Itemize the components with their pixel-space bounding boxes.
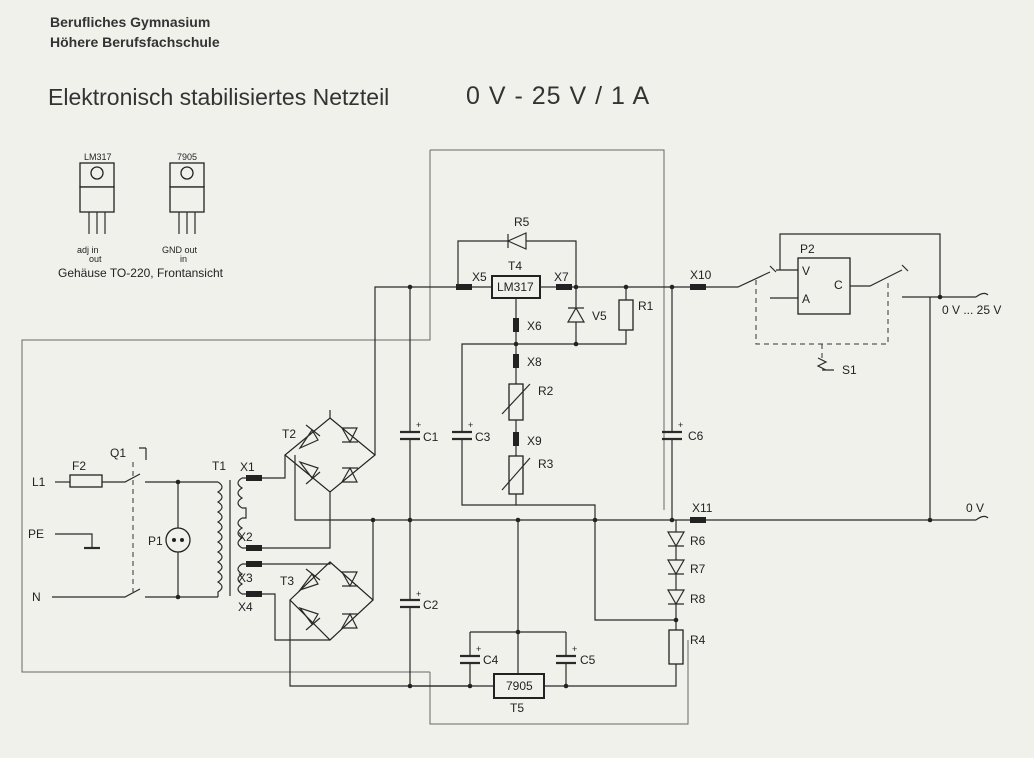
svg-text:F2: F2 [72, 459, 86, 473]
terminal-x4 [246, 591, 262, 597]
regulator-t4: X5 LM317 T4 X7 R5 V5 R1 X6 X8 [452, 215, 690, 621]
diode-chain: R6 R7 R8 R4 [544, 520, 706, 687]
svg-text:X3: X3 [238, 571, 253, 585]
terminal-x11 [690, 517, 706, 523]
terminal-x10 [690, 284, 706, 290]
transformer-t1: T1 [212, 459, 262, 597]
package-lm317: LM317 adj in out [77, 152, 115, 264]
output-section: X10 P2 V A C 0 V ... 25 V S1 [690, 233, 1001, 520]
terminal-x9 [513, 432, 519, 446]
svg-text:X2: X2 [238, 530, 253, 544]
terminal-x1 [246, 475, 262, 481]
svg-text:A: A [802, 292, 810, 306]
filter-capacitors: + C1 + C2 [400, 284, 439, 689]
potentiometer-r3 [508, 455, 524, 495]
svg-text:C4: C4 [483, 653, 499, 667]
svg-text:C5: C5 [580, 653, 596, 667]
svg-text:+: + [678, 420, 683, 430]
svg-text:T1: T1 [212, 459, 226, 473]
package-7905-pins: GND out [162, 245, 198, 255]
svg-text:R6: R6 [690, 534, 706, 548]
resistor-r1 [618, 299, 634, 331]
terminal-x6 [513, 318, 519, 332]
potentiometer-r2 [508, 383, 524, 421]
bridge-rectifier-t3: T3 [262, 520, 470, 687]
paper-outline [21, 149, 689, 725]
svg-text:C: C [834, 278, 843, 292]
svg-text:C6: C6 [688, 429, 704, 443]
svg-text:Q1: Q1 [110, 446, 126, 460]
svg-text:R2: R2 [538, 384, 554, 398]
resistor-r4 [668, 629, 684, 665]
svg-text:+: + [416, 420, 421, 430]
svg-text:LM317: LM317 [497, 280, 534, 294]
svg-text:R8: R8 [690, 592, 706, 606]
svg-text:X8: X8 [527, 355, 542, 369]
svg-text:X5: X5 [472, 270, 487, 284]
svg-text:X9: X9 [527, 434, 542, 448]
bridge-rectifier-t2: T2 [262, 286, 456, 549]
svg-text:X6: X6 [527, 319, 542, 333]
terminal-x7 [556, 284, 572, 290]
svg-text:T4: T4 [508, 259, 522, 273]
package-7905-label: 7905 [177, 152, 197, 162]
output-zero-label: 0 V [966, 501, 984, 515]
svg-text:+: + [468, 420, 473, 430]
svg-text:X10: X10 [690, 268, 712, 282]
ground-rail: X11 0 V [370, 501, 989, 523]
terminal-x2 [246, 545, 262, 551]
fuse-f2 [69, 474, 103, 488]
svg-text:PE: PE [28, 527, 44, 541]
package-lm317-label: LM317 [84, 152, 112, 162]
svg-text:L1: L1 [32, 475, 46, 489]
mains-input: L1 PE N F2 Q1 P1 [28, 446, 218, 604]
svg-text:+: + [416, 589, 421, 599]
svg-text:7905: 7905 [506, 679, 533, 693]
svg-text:R5: R5 [514, 215, 530, 229]
package-lm317-pin-out: out [89, 254, 102, 264]
svg-text:V: V [802, 264, 810, 278]
package-lm317-pins: adj in [77, 245, 99, 255]
ic-7905 [493, 673, 545, 699]
package-caption: Gehäuse TO-220, Frontansicht [58, 266, 224, 280]
school-name-line1: Berufliches Gymnasium [50, 14, 211, 30]
svg-text:T3: T3 [280, 574, 294, 588]
indicator-lamp-p1 [165, 527, 191, 553]
output-capacitor-c6: + C6 [662, 287, 704, 520]
svg-text:R3: R3 [538, 457, 554, 471]
svg-text:X1: X1 [240, 460, 255, 474]
svg-text:C1: C1 [423, 430, 439, 444]
svg-text:P2: P2 [800, 242, 815, 256]
page-title: Elektronisch stabilisiertes Netzteil [48, 84, 390, 110]
svg-text:+: + [476, 644, 481, 654]
voltage-rating: 0 V - 25 V / 1 A [466, 82, 651, 110]
terminal-x5 [456, 284, 472, 290]
svg-text:T5: T5 [510, 701, 524, 715]
terminal-pads: X1 X2 X3 X4 [238, 460, 262, 614]
svg-text:R1: R1 [638, 299, 654, 313]
svg-text:T2: T2 [282, 427, 296, 441]
svg-text:R7: R7 [690, 562, 706, 576]
terminal-x3 [246, 561, 262, 567]
terminal-x8 [513, 354, 519, 368]
svg-text:R4: R4 [690, 633, 706, 647]
svg-text:C3: C3 [475, 430, 491, 444]
svg-text:N: N [32, 590, 41, 604]
school-name-line2: Höhere Berufsfachschule [50, 34, 220, 50]
svg-text:P1: P1 [148, 534, 163, 548]
svg-text:X7: X7 [554, 270, 569, 284]
package-7905: 7905 GND out in [162, 152, 205, 264]
svg-text:X11: X11 [692, 501, 713, 515]
svg-text:C2: C2 [423, 598, 439, 612]
meter-p2 [797, 257, 851, 315]
regulator-t5: 7905 T5 + C4 + C5 [410, 520, 596, 715]
svg-text:X4: X4 [238, 600, 253, 614]
svg-text:+: + [572, 644, 577, 654]
svg-text:V5: V5 [592, 309, 607, 323]
output-positive-label: 0 V ... 25 V [942, 303, 1001, 317]
svg-text:S1: S1 [842, 363, 857, 377]
package-7905-pin-in: in [180, 254, 187, 264]
